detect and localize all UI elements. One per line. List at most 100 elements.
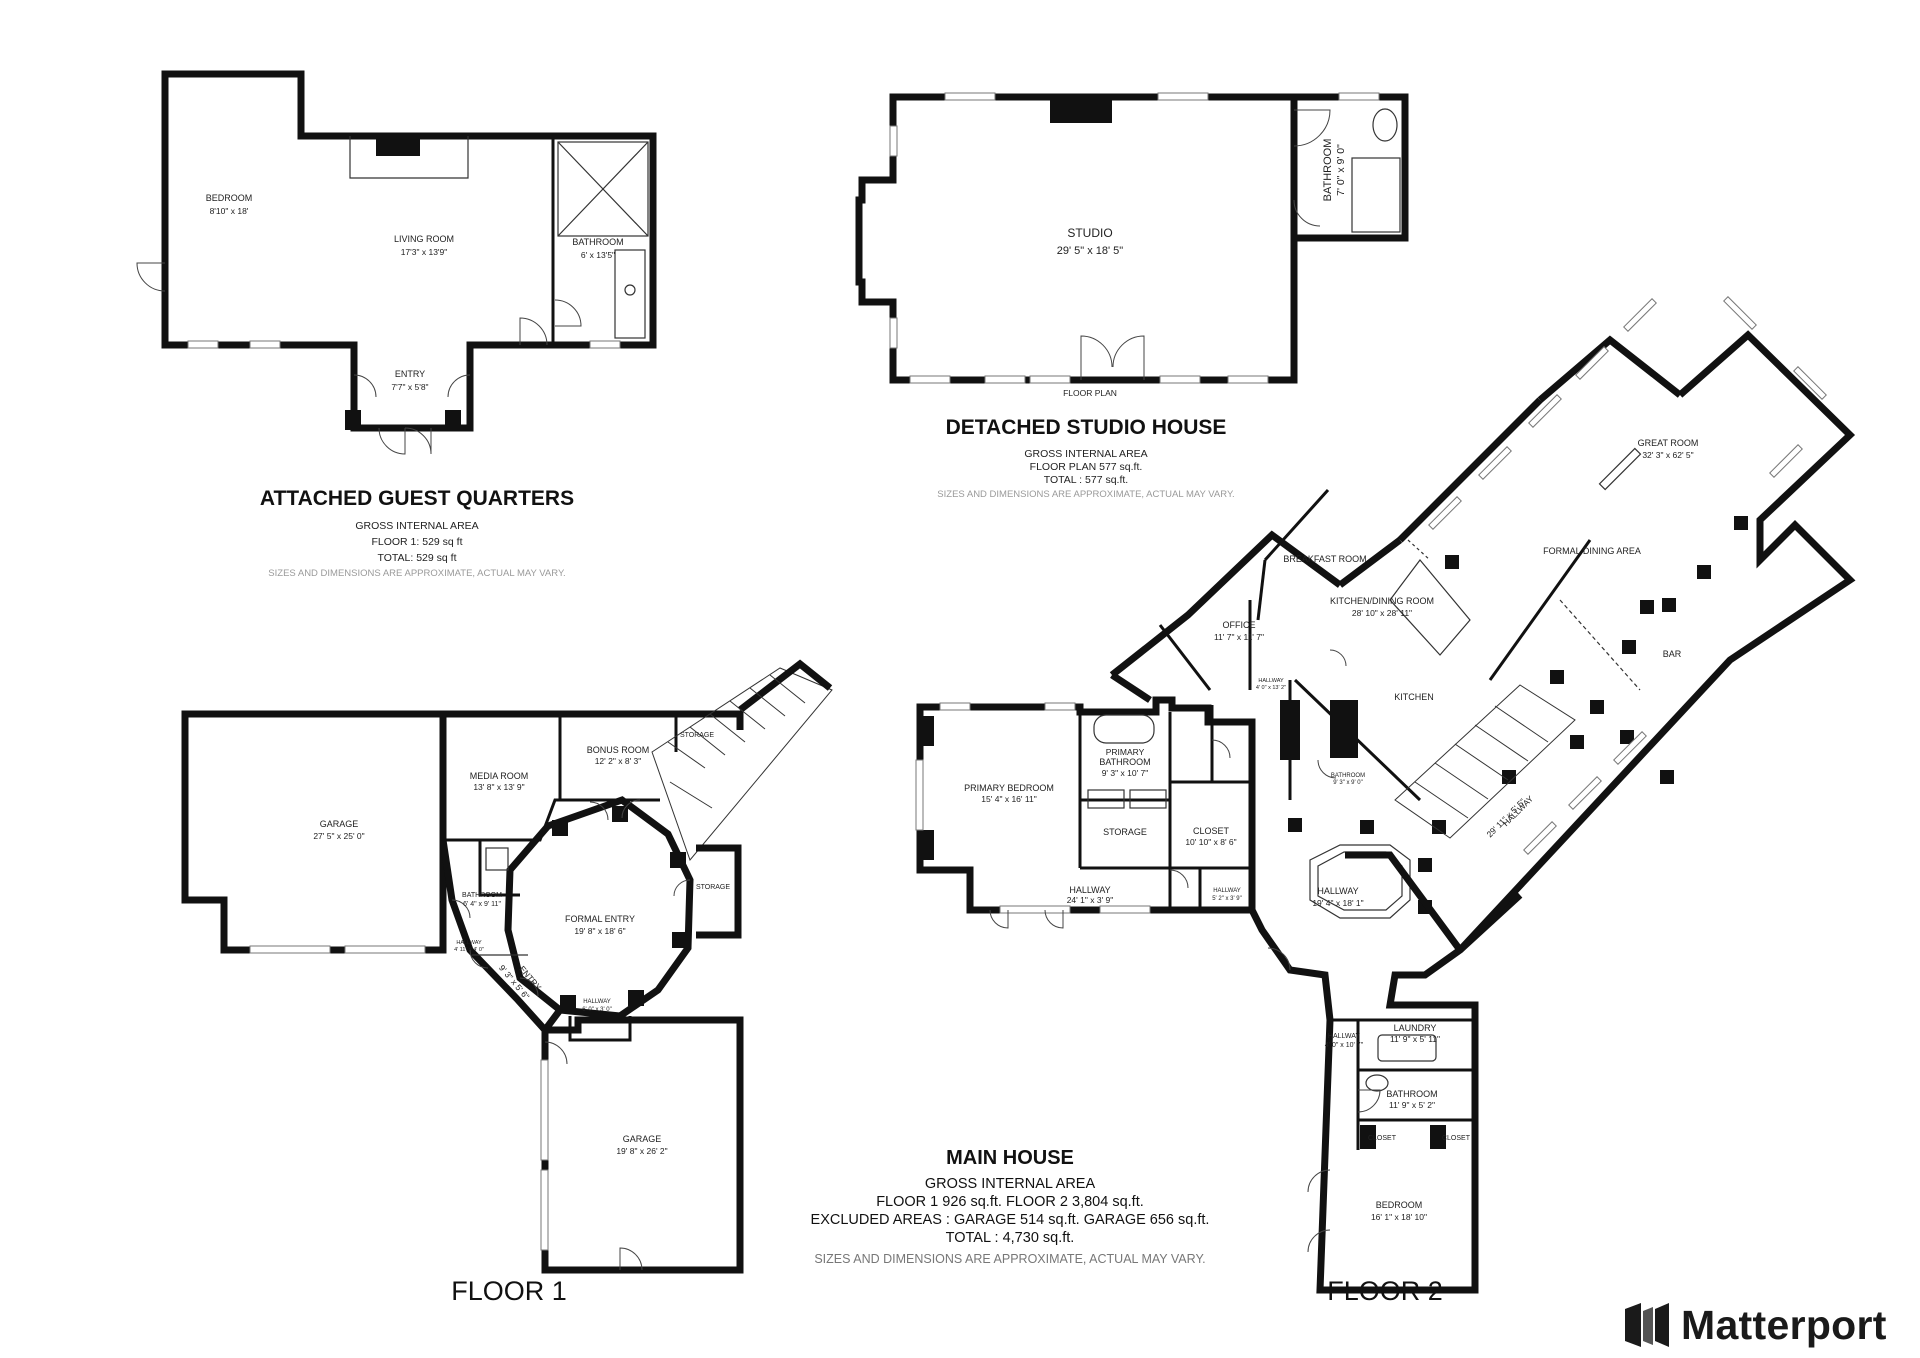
f1-media-name: MEDIA ROOM — [470, 771, 529, 781]
f1-hallway-b-dim: 6' 0" x 3' 0" — [582, 1007, 612, 1013]
f1-garage-a-name: GARAGE — [320, 819, 359, 829]
f1-garage-b-name: GARAGE — [623, 1134, 662, 1144]
f2-hallway-small-name: HALLWAY — [1258, 678, 1284, 684]
f2-kitchen-name: KITCHEN — [1394, 692, 1434, 702]
f2-office-name: OFFICE — [1223, 620, 1256, 630]
f2-bar-name: BAR — [1663, 649, 1682, 659]
f2-hallway-foyer-dim: 19' 4" x 18' 1" — [1312, 898, 1363, 908]
f1-formal-entry-dim: 19' 8" x 18' 6" — [574, 926, 625, 936]
guest-quarters-plan — [136, 70, 657, 455]
f2-laundry-name: LAUNDRY — [1394, 1023, 1437, 1033]
guest-quarters-caption: ATTACHED GUEST QUARTERS GROSS INTERNAL A… — [260, 487, 574, 579]
main-floors-area: FLOOR 1 926 sq.ft. FLOOR 2 3,804 sq.ft. — [876, 1194, 1144, 1210]
studio-caption: DETACHED STUDIO HOUSE GROSS INTERNAL ARE… — [937, 416, 1234, 500]
f2-hallway-wing-dim: 4' 0" x 10' 7" — [1325, 1042, 1364, 1049]
studio-area-heading: GROSS INTERNAL AREA — [1024, 448, 1147, 460]
f2-primary-bathroom-dim: 9' 3" x 10' 7" — [1102, 768, 1149, 778]
f2-breakfast-name: BREAKFAST ROOM — [1283, 554, 1366, 564]
floor2-stair-treads — [1414, 705, 1549, 819]
studio-bathroom-name: BATHROOM — [1322, 139, 1334, 202]
guest-living-name: LIVING ROOM — [394, 234, 454, 244]
f1-formal-entry-name: FORMAL ENTRY — [565, 914, 635, 924]
studio-room-name: STUDIO — [1067, 226, 1112, 240]
guest-entry-dim: 7'7" x 5'8" — [391, 382, 428, 392]
studio-plan — [855, 92, 1409, 384]
studio-floor-plan-label: FLOOR PLAN — [1063, 388, 1117, 398]
f1-hallway-a-dim: 4' 11" x 4' 0" — [454, 947, 484, 953]
f2-primary-bedroom-name: PRIMARY BEDROOM — [964, 783, 1054, 793]
guest-bathroom-name: BATHROOM — [572, 237, 623, 247]
guest-room-labels: BEDROOM 8'10" x 18' LIVING ROOM 17'3" x … — [206, 193, 624, 392]
f2-closet-dim: 10' 10" x 8' 6" — [1185, 837, 1236, 847]
f2-formal-dining-name: FORMAL DINING AREA — [1543, 546, 1641, 556]
f2-hallway-primary-name: HALLWAY — [1069, 885, 1110, 895]
f2-hallway-small-dim: 4' 0" x 13' 2" — [1256, 685, 1286, 691]
f2-office-dim: 11' 7" x 11' 7" — [1214, 632, 1264, 642]
f2-hallway-foyer-name: HALLWAY — [1317, 886, 1358, 896]
f1-bathroom-name: BATHROOM — [462, 892, 502, 899]
main-approx-note: SIZES AND DIMENSIONS ARE APPROXIMATE, AC… — [814, 1252, 1205, 1266]
guest-quarters-title: ATTACHED GUEST QUARTERS — [260, 487, 574, 510]
f1-storage-side-name: STORAGE — [696, 884, 730, 891]
f1-hallway-b-name: HALLWAY — [583, 999, 611, 1005]
main-excluded-area: EXCLUDED AREAS : GARAGE 514 sq.ft. GARAG… — [811, 1212, 1210, 1228]
f2-hallway-tiny-dim: 5' 2" x 3' 9" — [1212, 896, 1242, 902]
studio-room-dim: 29' 5" x 18' 5" — [1057, 245, 1124, 257]
main-area-heading: GROSS INTERNAL AREA — [925, 1176, 1096, 1192]
f2-bedroom-name: BEDROOM — [1376, 1200, 1423, 1210]
f2-primary-bathroom-name: BATHROOM — [1099, 757, 1150, 767]
guest-total-area: TOTAL: 529 sq ft — [378, 552, 457, 564]
f1-bonus-name: BONUS ROOM — [587, 745, 650, 755]
floor1-label: FLOOR 1 — [451, 1276, 567, 1306]
studio-floorplan-area: FLOOR PLAN 577 sq.ft. — [1030, 461, 1143, 473]
f2-storage-name: STORAGE — [1103, 827, 1147, 837]
f2-closet-b-name: CLOSET — [1442, 1135, 1471, 1142]
f1-hallway-a-name: HALLWAY — [456, 940, 482, 946]
floor2-room-labels: GREAT ROOM 32' 3" x 62' 5" FORMAL DINING… — [964, 438, 1698, 1222]
main-house-title: MAIN HOUSE — [946, 1147, 1074, 1169]
guest-living-dim: 17'3" x 13'9" — [401, 247, 448, 257]
matterport-logo-icon — [1625, 1303, 1669, 1347]
f2-bathroom-small-name: BATHROOM — [1331, 773, 1365, 779]
floor1-stair-treads — [667, 674, 806, 809]
guest-area-heading: GROSS INTERNAL AREA — [355, 520, 478, 532]
f2-bathroom-small-dim: 9' 3" x 9' 0" — [1333, 780, 1363, 786]
floor1-plan — [181, 659, 833, 1274]
f1-bonus-dim: 12' 2" x 8' 3" — [595, 756, 642, 766]
f1-garage-b-dim: 19' 8" x 26' 2" — [616, 1146, 667, 1156]
f2-hallway-primary-dim: 24' 1" x 3' 9" — [1067, 895, 1114, 905]
f2-great-room-name: GREAT ROOM — [1638, 438, 1699, 448]
guest-entry-name: ENTRY — [395, 369, 425, 379]
matterport-brand: Matterport — [1623, 1295, 1887, 1355]
f2-kitchen-dining-dim: 28' 10" x 28' 11" — [1352, 608, 1412, 618]
studio-total-area: TOTAL : 577 sq.ft. — [1044, 474, 1128, 486]
f2-hallway-wing-name: HALLWAY — [1328, 1033, 1360, 1040]
great-room-windows — [1428, 296, 1827, 855]
studio-title: DETACHED STUDIO HOUSE — [946, 416, 1227, 439]
studio-room-labels: STUDIO 29' 5" x 18' 5" BATHROOM 7' 0" x … — [1057, 139, 1347, 398]
f2-laundry-dim: 11' 9" x 5' 11" — [1390, 1034, 1440, 1044]
guest-approx-note: SIZES AND DIMENSIONS ARE APPROXIMATE, AC… — [268, 568, 565, 579]
f2-hallway-tiny-name: HALLWAY — [1213, 888, 1241, 894]
f2-primary-bathroom-name-1: PRIMARY — [1106, 747, 1145, 757]
f2-closet-name: CLOSET — [1193, 826, 1230, 836]
guest-floor1-area: FLOOR 1: 529 sq ft — [371, 536, 462, 548]
matterport-wordmark: Matterport — [1681, 1301, 1887, 1348]
guest-bedroom-name: BEDROOM — [206, 193, 253, 203]
f2-hallway-long-dim: 29' 11" x 5' 5" — [1484, 796, 1527, 839]
floor2-label: FLOOR 2 — [1327, 1276, 1443, 1306]
floor2-plan — [915, 296, 1856, 1294]
f1-garage-a-dim: 27' 5" x 25' 0" — [313, 831, 364, 841]
studio-approx-note: SIZES AND DIMENSIONS ARE APPROXIMATE, AC… — [937, 489, 1234, 500]
f1-storage-top-name: STORAGE — [680, 732, 714, 739]
f2-bathroom-wing-name: BATHROOM — [1386, 1089, 1437, 1099]
f2-primary-bedroom-dim: 15' 4" x 16' 11" — [981, 794, 1036, 804]
f2-bathroom-wing-dim: 11' 9" x 5' 2" — [1389, 1100, 1435, 1110]
guest-bathroom-dim: 6' x 13'5" — [581, 250, 615, 260]
f2-kitchen-dining-name: KITCHEN/DINING ROOM — [1330, 596, 1434, 606]
f1-bathroom-dim: 6' 4" x 9' 11" — [463, 901, 501, 908]
main-total-area: TOTAL : 4,730 sq.ft. — [946, 1230, 1075, 1246]
guest-bedroom-dim: 8'10" x 18' — [210, 206, 249, 216]
f2-closet-a-name: CLOSET — [1368, 1135, 1397, 1142]
